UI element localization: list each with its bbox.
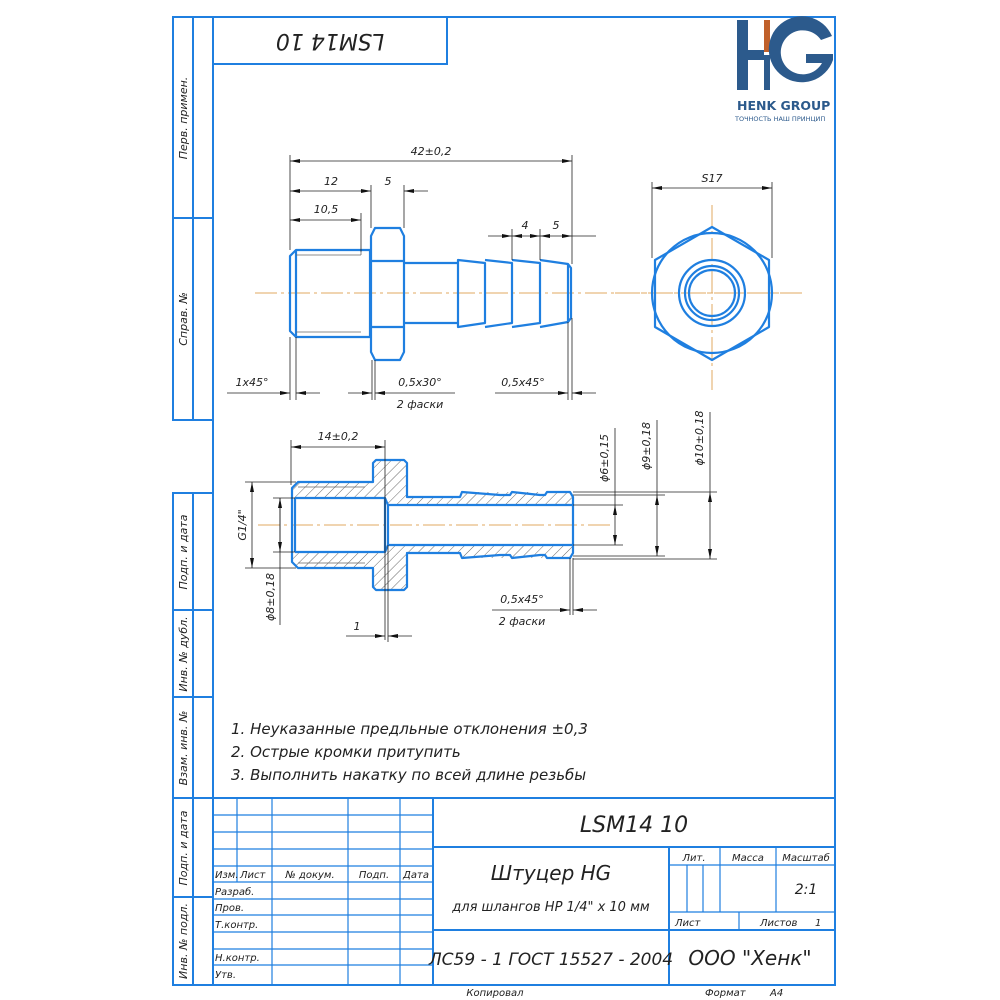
format-label: Формат [705,988,747,999]
header-izm: Изм. [215,870,239,881]
mass-label: Масса [732,853,764,864]
title-block: Изм. Лист № докум. Подп. Дата Разраб. Пр… [213,797,835,999]
role-checker: Пров. [215,903,244,914]
dim-10-5: 10,5 [314,203,339,216]
part-name: Штуцер HG [491,861,611,885]
side-label: Подп. и дата [177,810,190,885]
dim-14: 14±0,2 [318,430,359,443]
company-name: ООО "Хенк" [688,946,811,970]
material: ЛС59 - 1 ГОСТ 15527 - 2004 [428,950,673,970]
dim-4: 4 [522,219,529,232]
role-norm-control: Н.контр. [215,953,260,964]
side-strip-labels: Перв. примен. Справ. № Подп. и дата Инв.… [177,77,190,979]
dim-chamfer-0-5x30: 0,5x30° [398,376,442,389]
sheets-label: Листов [759,918,797,929]
drawing-frame [172,16,836,986]
note-1: 1. Неуказанные предльные отклонения ±0,3 [231,720,588,738]
part-subname: для шлангов НР 1/4" х 10 мм [451,900,650,915]
dim-s17: S17 [702,172,723,185]
dim-5: 5 [385,175,392,188]
scale-label: Масштаб [782,852,830,864]
dim-12: 12 [324,175,338,188]
sheet-label: Лист [674,918,702,929]
dim-1: 1 [354,620,361,633]
side-label: Инв. № подл. [177,903,190,979]
mirrored-code: LSM14 10 [276,28,384,53]
logo-slogan: ТОЧНОСТЬ НАШ ПРИНЦИП [734,115,825,123]
section-view: 14±0,2 G1/4" ϕ8±0,18 ϕ6±0,15 ϕ9±0,18 ϕ10… [236,411,717,642]
dim-d9: ϕ9±0,18 [640,422,653,470]
side-label: Подп. и дата [177,514,190,589]
sheets-value: 1 [815,918,821,929]
note-3: 3. Выполнить накатку по всей длине резьб… [231,766,586,784]
technical-notes: 1. Неуказанные предльные отклонения ±0,3… [231,720,588,784]
dim-total-length: 42±0,2 [411,145,452,158]
role-approved: Утв. [215,970,236,981]
dim-d6: ϕ6±0,15 [598,434,611,482]
dim-5b: 5 [553,219,560,232]
dim-d8: ϕ8±0,18 [264,573,277,621]
header-date: Дата [402,870,429,881]
header-sign: Подп. [359,870,389,881]
dim-section-chamfer-note: 2 фаски [499,615,545,628]
header-doc-number: № докум. [284,870,334,881]
lit-label: Лит. [681,853,705,864]
dim-chamfer-note: 2 фаски [397,398,443,411]
header-list: Лист [239,870,267,881]
side-label: Перв. примен. [177,77,190,160]
side-label: Справ. № [177,292,190,346]
copied-label: Копировал [466,988,524,999]
end-view: S17 [615,172,805,390]
title-code: LSM14 10 [580,813,688,838]
side-label: Взам. инв. № [177,711,190,786]
scale-value: 2:1 [795,882,818,898]
role-developer: Разраб. [215,886,254,898]
main-view: 42±0,2 12 5 10,5 4 5 1x45° 0,5x30° 2 фас… [227,145,800,411]
dim-g1-4: G1/4" [236,509,249,540]
side-label: Инв. № дубл. [177,616,190,691]
role-tech-control: Т.контр. [215,920,258,931]
dim-chamfer-1x45: 1x45° [235,376,268,389]
note-2: 2. Острые кромки притупить [231,743,461,761]
henk-group-logo: HENK GROUP ТОЧНОСТЬ НАШ ПРИНЦИП [734,16,833,123]
format-value: А4 [769,988,783,999]
dim-section-chamfer: 0,5x45° [500,593,544,606]
logo-brand: HENK GROUP [737,98,830,113]
dim-d10: ϕ10±0,18 [693,411,706,466]
dim-chamfer-0-5x45: 0,5x45° [501,376,545,389]
